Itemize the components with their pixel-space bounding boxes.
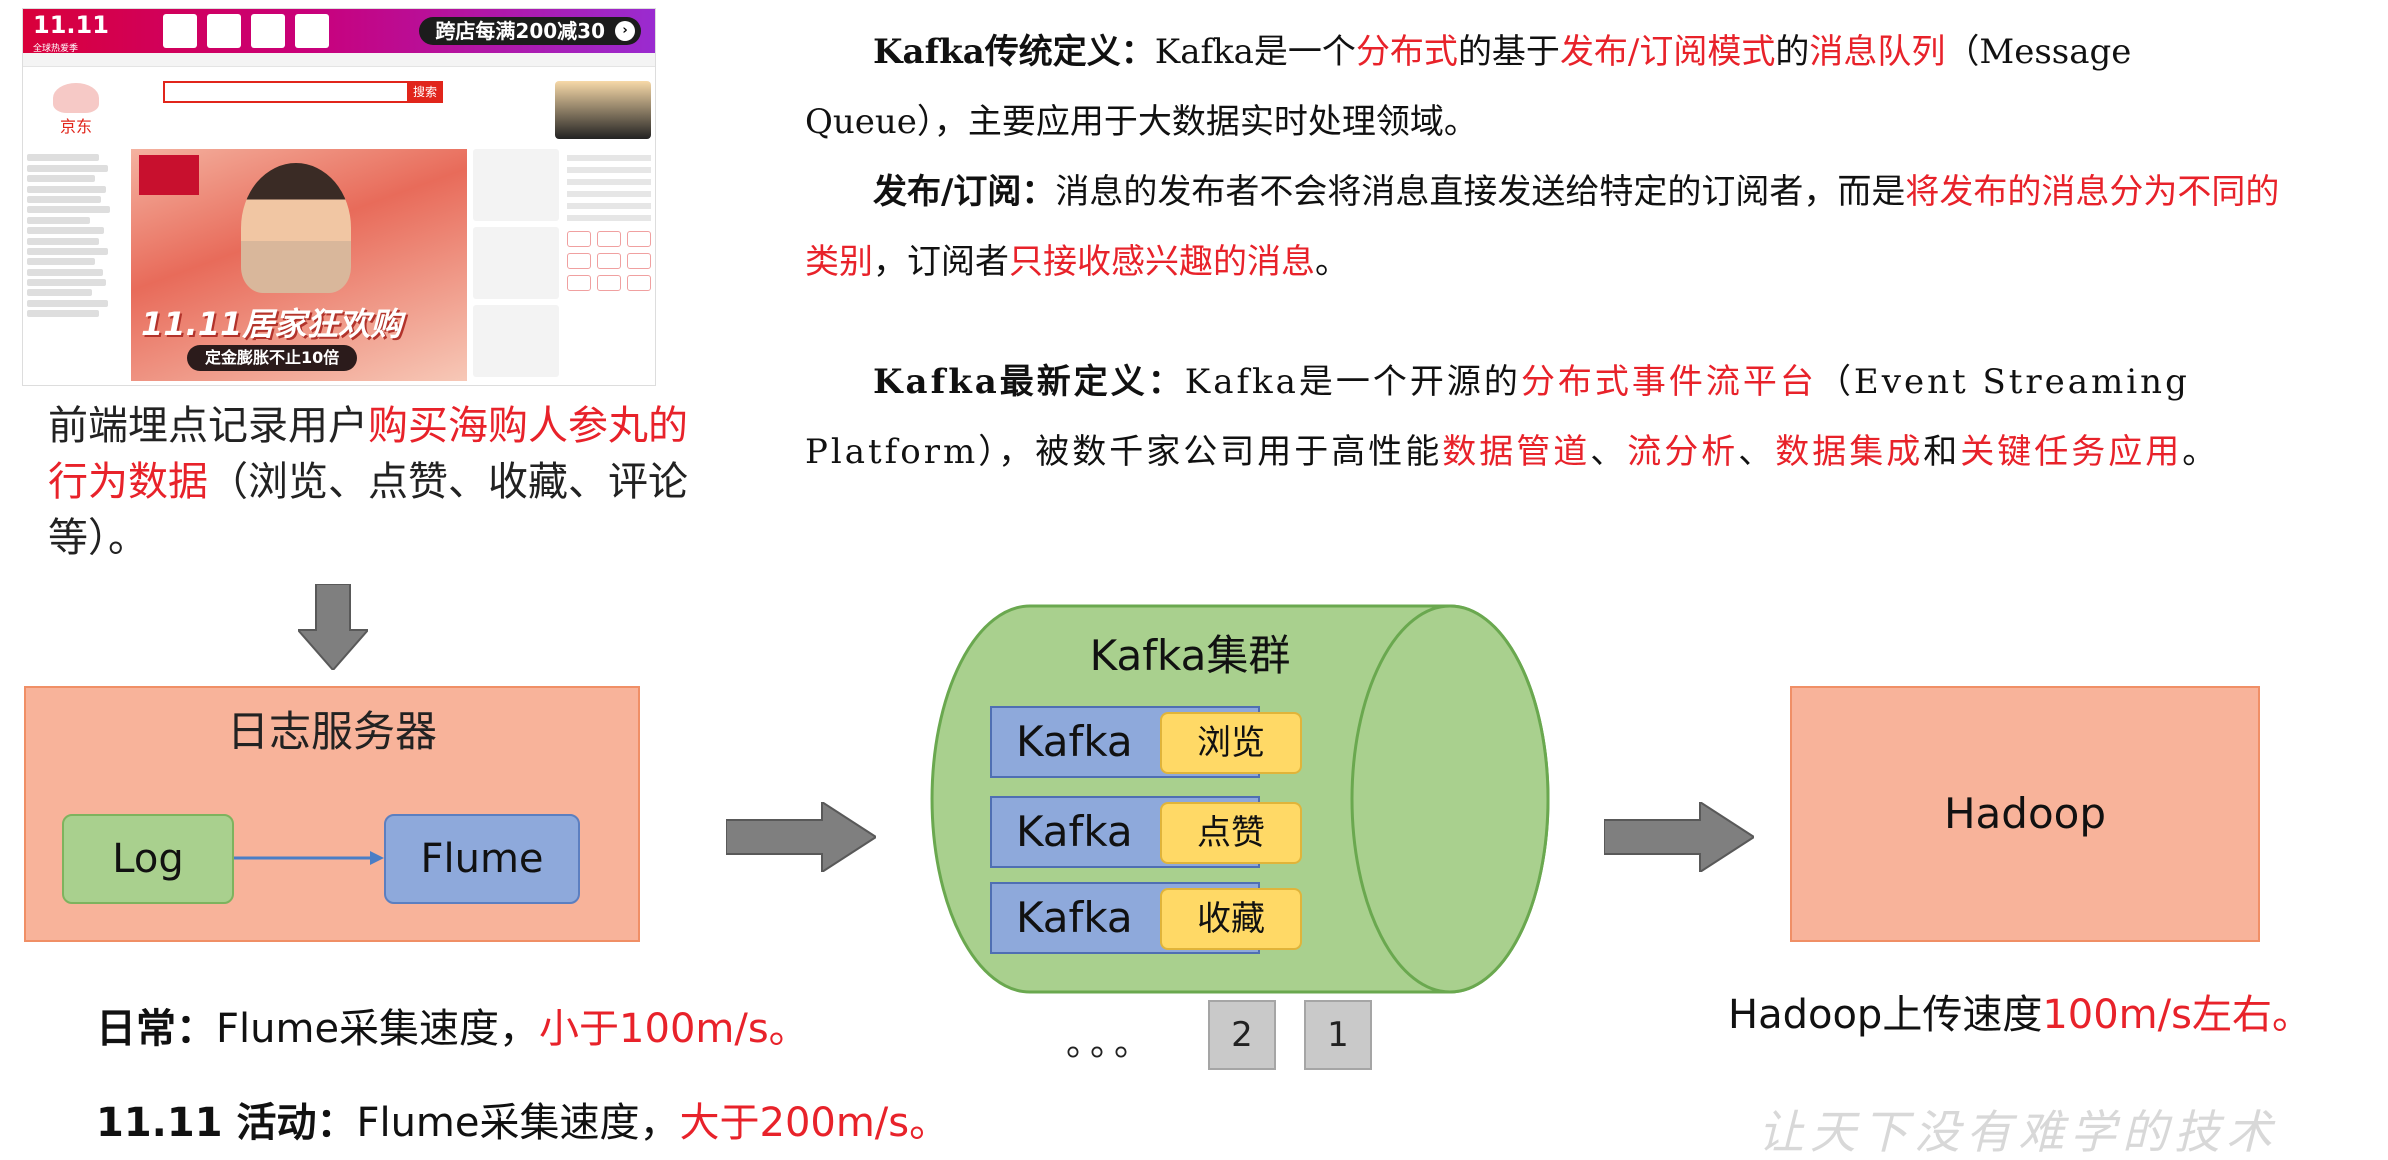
search-input[interactable]: 搜索 bbox=[163, 81, 443, 103]
site-nav-strip bbox=[23, 53, 655, 67]
log-node: Log bbox=[62, 814, 234, 904]
mid-cards bbox=[473, 149, 559, 381]
topic-browse: 浏览 bbox=[1160, 712, 1302, 774]
banner-tag bbox=[139, 155, 199, 195]
log-server-title: 日志服务器 bbox=[226, 707, 437, 756]
flume-node: Flume bbox=[384, 814, 580, 904]
kafka-broker-label: Kafka bbox=[1016, 807, 1133, 856]
watermark: 让天下没有难学的技术 bbox=[1758, 1105, 2278, 1159]
kafka-traditional-definition: Kafka传统定义：Kafka是一个分布式的基于发布/订阅模式的消息队列（Mes… bbox=[805, 32, 2132, 142]
double-eleven-logo: 11.11 全球热爱季 bbox=[33, 13, 109, 61]
product-thumb bbox=[295, 14, 329, 48]
daily-flume-speed-note: 日常：Flume采集速度，小于100m/s。 bbox=[96, 1006, 809, 1052]
log-to-flume-arrow-icon bbox=[234, 851, 384, 865]
kafka-broker-row: Kafka 点赞 bbox=[990, 796, 1302, 868]
kafka-broker-row: Kafka 收藏 bbox=[990, 882, 1302, 954]
jd-shopping-screenshot: 11.11 全球热爱季 跨店每满200减30 › 京东 搜索 11.11居家狂欢… bbox=[22, 8, 656, 386]
partition-ellipsis: 。。。 bbox=[1066, 1023, 1157, 1064]
promo-topbar: 11.11 全球热爱季 跨店每满200减30 › bbox=[23, 9, 655, 54]
chevron-right-icon: › bbox=[615, 21, 635, 41]
banner-subtitle: 定金膨胀不止10倍 bbox=[187, 345, 358, 371]
kafka-broker-label: Kafka bbox=[1016, 717, 1133, 766]
down-arrow-icon bbox=[298, 584, 368, 670]
logo-text: 11.11 bbox=[33, 11, 109, 39]
banner-person bbox=[241, 163, 351, 293]
event-flume-speed-note: 11.11 活动：Flume采集速度，大于200m/s。 bbox=[96, 1100, 950, 1146]
kafka-cluster-title: Kafka集群 bbox=[1089, 631, 1291, 680]
product-thumb bbox=[207, 14, 241, 48]
promo-pill[interactable]: 跨店每满200减30 › bbox=[419, 17, 641, 45]
banner-title: 11.11居家狂欢购 bbox=[141, 305, 403, 343]
category-list bbox=[27, 151, 117, 383]
right-arrow-icon bbox=[726, 802, 876, 872]
topic-favorite: 收藏 bbox=[1160, 888, 1302, 950]
side-ad bbox=[555, 81, 651, 139]
hadoop-node: Hadoop bbox=[1790, 686, 2260, 942]
tracking-caption: 前端埋点记录用户购买海购人参丸的行为数据（浏览、点赞、收藏、评论等）。 bbox=[48, 403, 688, 561]
logo-subtext: 全球热爱季 bbox=[33, 44, 79, 54]
log-server-box: 日志服务器 Log Flume bbox=[24, 686, 640, 942]
kafka-broker-label: Kafka bbox=[1016, 893, 1133, 942]
product-thumb bbox=[163, 14, 197, 48]
promo-text: 跨店每满200减30 bbox=[435, 19, 605, 43]
partition-box: 1 bbox=[1304, 1000, 1372, 1070]
product-thumb bbox=[251, 14, 285, 48]
jd-logo: 京东 bbox=[41, 83, 111, 137]
partition-box: 2 bbox=[1208, 1000, 1276, 1070]
jd-dog-icon bbox=[53, 83, 99, 113]
right-arrow-icon bbox=[1604, 802, 1754, 872]
kafka-latest-definition: Kafka最新定义：Kafka是一个开源的分布式事件流平台（Event Stre… bbox=[805, 362, 2220, 472]
topic-like: 点赞 bbox=[1160, 802, 1302, 864]
right-panel bbox=[563, 149, 655, 381]
hadoop-speed-note: Hadoop上传速度100m/s左右。 bbox=[1728, 992, 2312, 1038]
promo-banner[interactable]: 11.11居家狂欢购 定金膨胀不止10倍 bbox=[131, 149, 467, 381]
search-button[interactable]: 搜索 bbox=[407, 81, 443, 103]
brand-text: 京东 bbox=[59, 117, 92, 136]
pubsub-definition: 发布/订阅：消息的发布者不会将消息直接发送给特定的订阅者，而是将发布的消息分为不… bbox=[805, 172, 2280, 282]
kafka-broker-row: Kafka 浏览 bbox=[990, 706, 1302, 778]
